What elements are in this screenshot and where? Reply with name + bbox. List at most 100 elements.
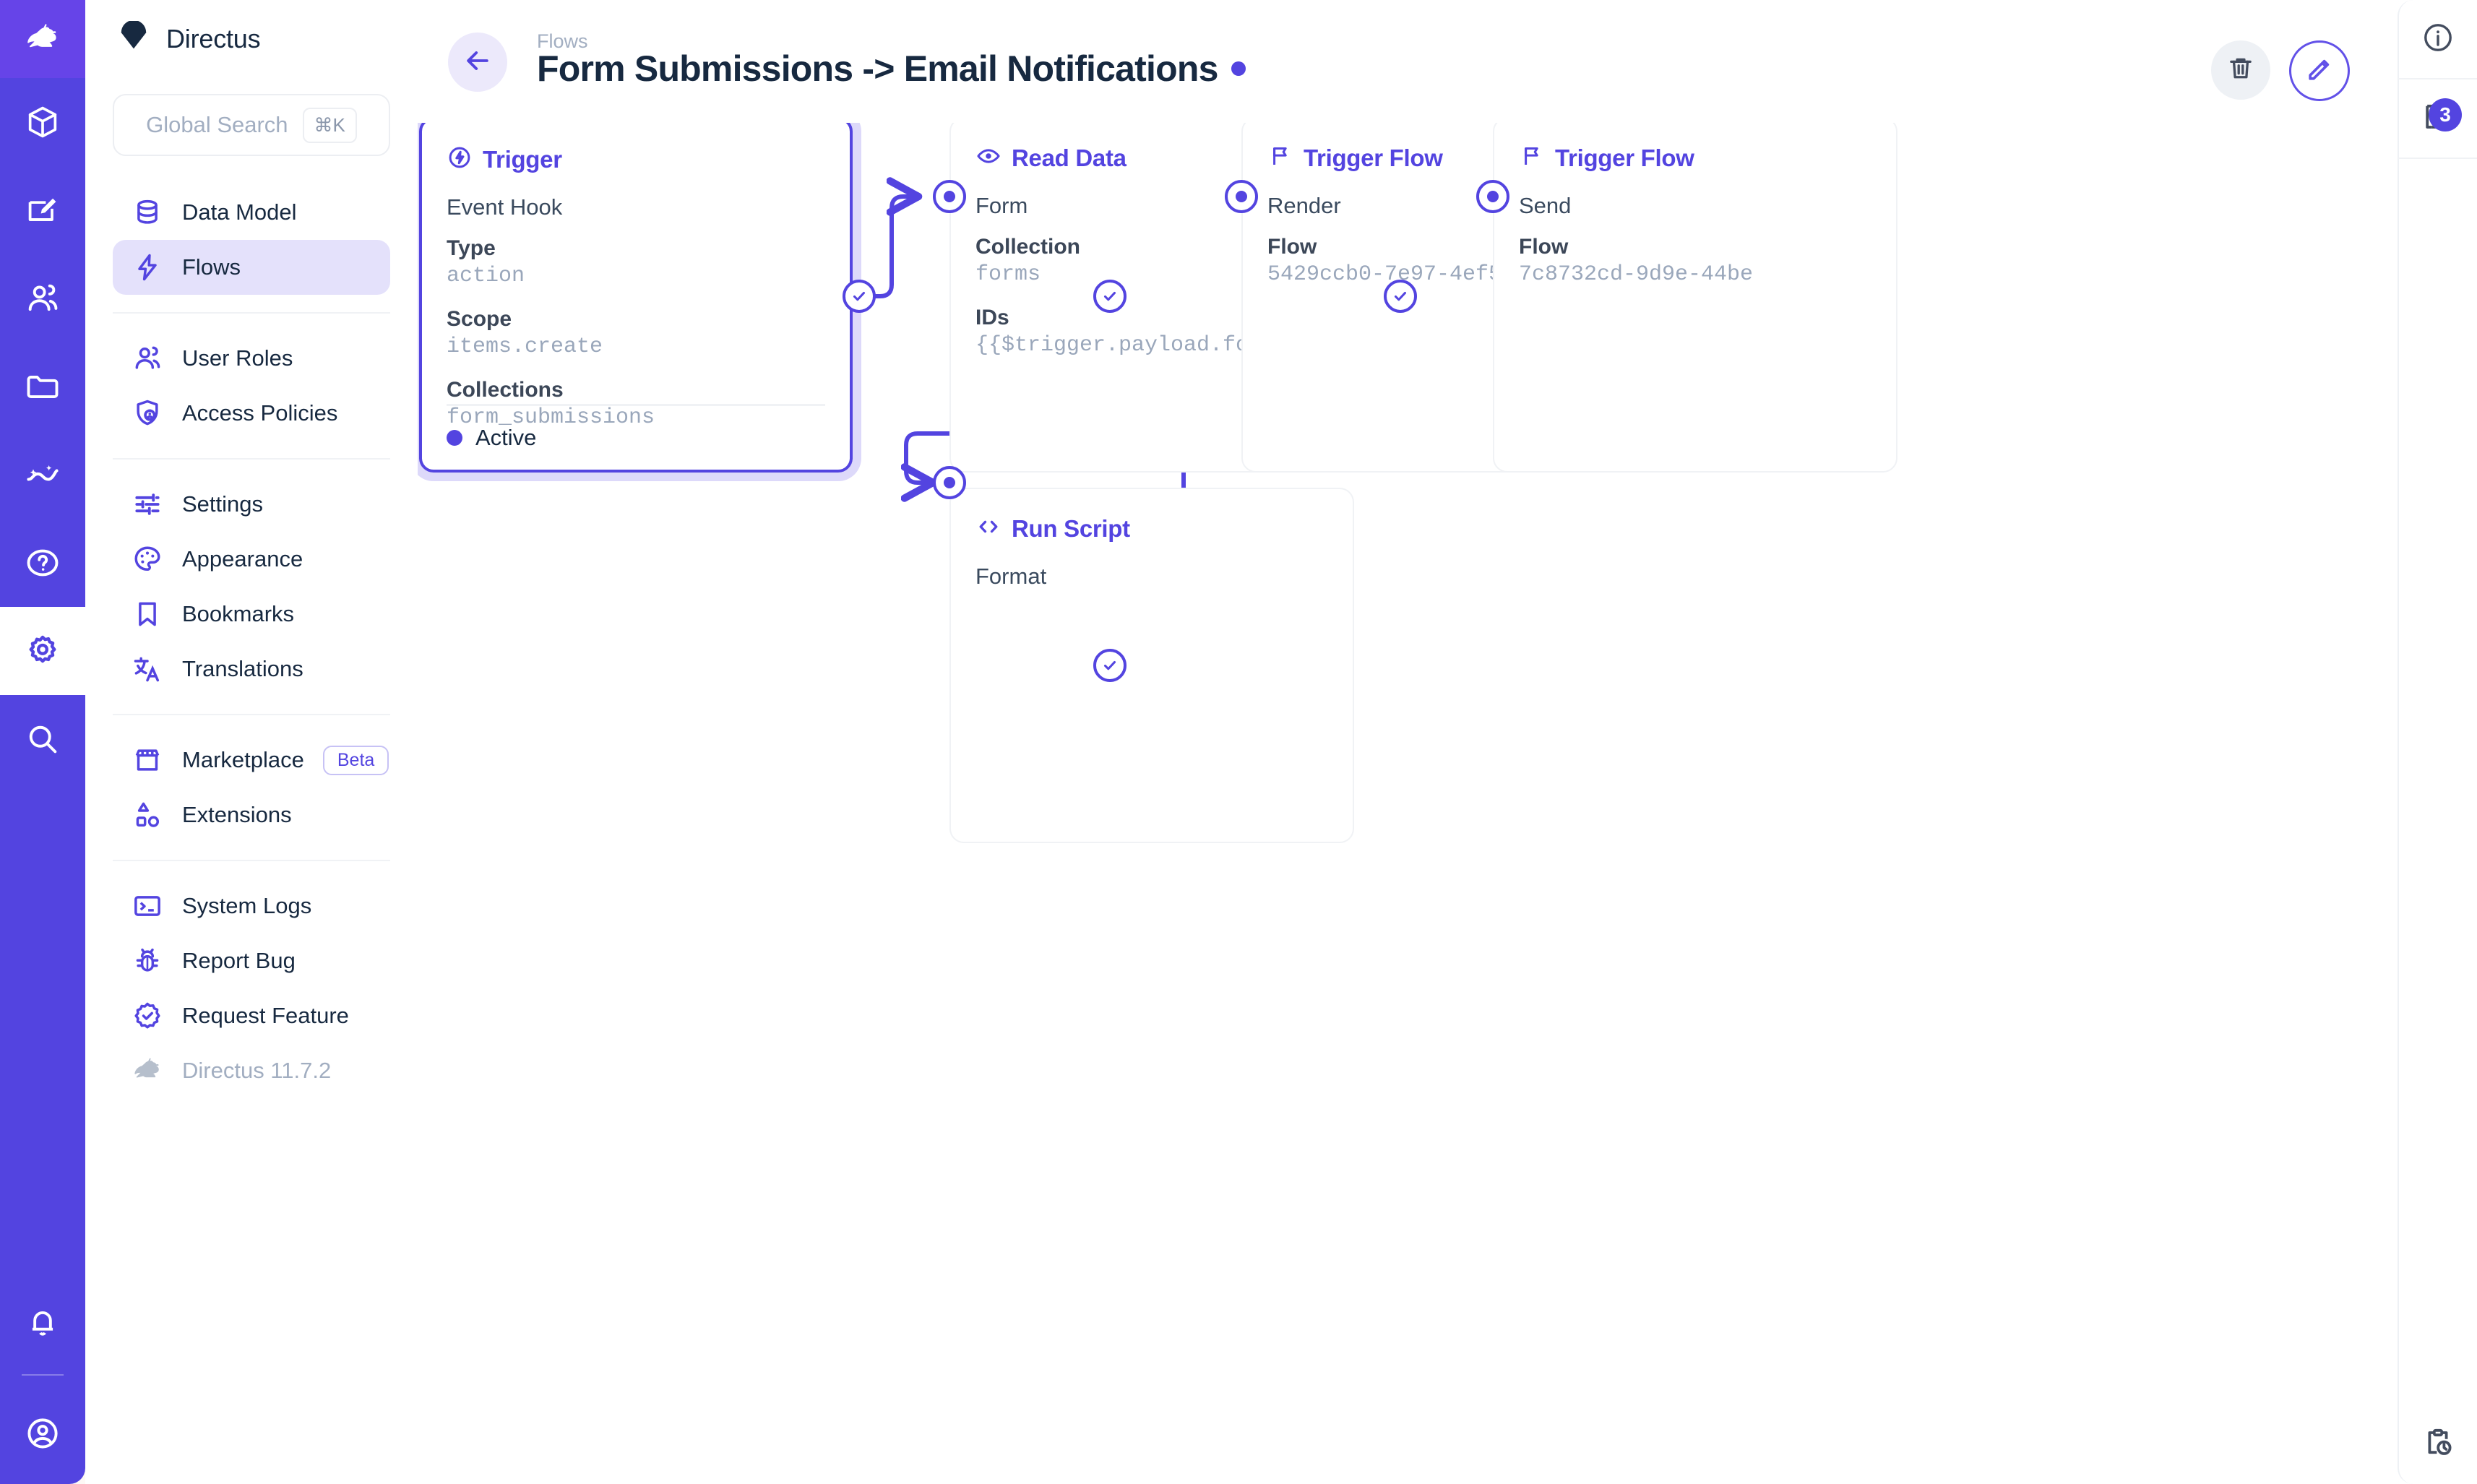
sidebar-divider: [113, 458, 390, 460]
rail-item-notifications[interactable]: [0, 1279, 85, 1367]
bookmark-icon: [132, 598, 163, 630]
port-run-script-resolve[interactable]: [1093, 649, 1127, 682]
arrow-left-icon: [462, 45, 494, 80]
sidebar-item-request-feature[interactable]: Request Feature: [113, 988, 390, 1043]
users-icon: [132, 342, 163, 374]
port-run-script-input[interactable]: [933, 466, 966, 499]
directus-logo-button[interactable]: [0, 0, 85, 78]
page-title: Form Submissions -> Email Notifications: [537, 48, 1218, 89]
sidebar-item-user-roles[interactable]: User Roles: [113, 331, 390, 386]
flow-runs-button[interactable]: [2398, 1405, 2477, 1484]
field-value: items.create: [447, 335, 603, 359]
search-input[interactable]: Global Search ⌘K: [113, 94, 390, 156]
right-sidebar: 3: [2398, 0, 2477, 1484]
sidebar-item-system-logs[interactable]: System Logs: [113, 879, 390, 933]
port-dot: [1236, 191, 1247, 202]
rail-item-users[interactable]: [0, 254, 85, 342]
terminal-icon: [132, 890, 163, 922]
sidebar-item-label: Report Bug: [182, 948, 296, 973]
shapes-icon: [132, 799, 163, 831]
badge-check-icon: [132, 1000, 163, 1032]
lightning-icon: [132, 251, 163, 283]
pencil-icon: [2304, 53, 2335, 89]
sidebar-item-label: User Roles: [182, 345, 293, 371]
port-dot: [1487, 191, 1499, 202]
sidebar-item-marketplace[interactable]: Marketplace Beta: [113, 733, 390, 788]
port-trigger-flow-send-input[interactable]: [1476, 180, 1509, 213]
port-read-data-resolve[interactable]: [1093, 280, 1127, 313]
sidebar-group-5: System Logs Report Bug Request Feature: [85, 879, 418, 1098]
port-trigger-flow-render-input[interactable]: [1225, 180, 1258, 213]
node-title: Run Script: [1012, 514, 1130, 542]
rail-item-insights[interactable]: [0, 431, 85, 519]
sidebar-item-label: Translations: [182, 656, 303, 681]
directus-mark-icon: [117, 20, 150, 58]
logs-count-badge: 3: [2429, 98, 2462, 131]
insights-icon: [24, 456, 61, 493]
bell-icon: [24, 1304, 61, 1342]
port-trigger-flow-render-resolve[interactable]: [1384, 280, 1417, 313]
rail-item-help[interactable]: [0, 519, 85, 607]
port-trigger-resolve[interactable]: [843, 280, 876, 313]
sidebar-item-flows[interactable]: Flows: [113, 240, 390, 295]
directus-rabbit-logo: [24, 20, 61, 58]
sidebar-item-report-bug[interactable]: Report Bug: [113, 933, 390, 988]
sidebar-item-label: System Logs: [182, 893, 312, 918]
node-title: Trigger Flow: [1555, 144, 1694, 171]
breadcrumb[interactable]: Flows: [537, 30, 588, 52]
project-name: Directus: [166, 24, 261, 53]
flow-info-button[interactable]: [2398, 0, 2477, 79]
version-label: Directus 11.7.2: [182, 1058, 332, 1083]
rail-item-account[interactable]: [0, 1383, 85, 1484]
rail-item-content[interactable]: [0, 166, 85, 254]
edit-flow-button[interactable]: [2289, 40, 2350, 101]
trash-icon: [2226, 53, 2256, 87]
project-brand: Directus: [85, 0, 418, 78]
flow-node-trigger[interactable]: Trigger Event Hook Type action Scope ite…: [419, 123, 853, 473]
port-read-data-input[interactable]: [933, 180, 966, 213]
sliders-icon: [132, 488, 163, 520]
flow-canvas[interactable]: Trigger Event Hook Type action Scope ite…: [418, 123, 2477, 1484]
active-dot: [447, 430, 462, 446]
page-header: Flows Form Submissions -> Email Notifica…: [418, 0, 2477, 123]
sidebar-item-extensions[interactable]: Extensions: [113, 788, 390, 842]
field-key: Scope: [447, 307, 512, 331]
rail-item-settings[interactable]: [0, 607, 85, 695]
palette-icon: [132, 543, 163, 575]
node-subtitle: Format: [975, 564, 1047, 589]
sidebar-divider: [113, 312, 390, 314]
sidebar-item-label: Access Policies: [182, 400, 338, 426]
node-status: Active: [475, 425, 537, 450]
flow-logs-button[interactable]: 3: [2398, 79, 2477, 159]
field-key: Flow: [1267, 235, 1317, 259]
node-title: Trigger Flow: [1304, 144, 1443, 171]
flow-node-trigger-flow-send[interactable]: Trigger Flow Send Flow 7c8732cd-9d9e-44b…: [1493, 123, 1897, 473]
back-button[interactable]: [448, 33, 507, 92]
node-subtitle: Render: [1267, 193, 1341, 218]
rail-item-files[interactable]: [0, 342, 85, 431]
code-icon: [975, 514, 1001, 543]
node-subtitle: Event Hook: [447, 194, 563, 220]
field-value: 7c8732cd-9d9e-44be: [1519, 262, 1754, 287]
account-circle-icon: [24, 1415, 61, 1452]
port-dot: [944, 191, 955, 202]
sidebar-item-data-model[interactable]: Data Model: [113, 185, 390, 240]
info-circle-icon: [2421, 20, 2455, 59]
sidebar-item-appearance[interactable]: Appearance: [113, 532, 390, 587]
shield-user-icon: [132, 397, 163, 429]
status-dot: [1231, 61, 1246, 76]
rail-item-search[interactable]: [0, 695, 85, 783]
rail-item-box[interactable]: [0, 78, 85, 166]
sidebar-item-bookmarks[interactable]: Bookmarks: [113, 587, 390, 642]
sidebar-item-translations[interactable]: Translations: [113, 642, 390, 696]
delete-flow-button[interactable]: [2211, 40, 2270, 100]
module-rail: [0, 0, 85, 1484]
sidebar-divider: [113, 860, 390, 861]
sidebar-group-2: User Roles Access Policies: [85, 331, 418, 441]
search-shortcut-kbd: ⌘K: [302, 107, 357, 143]
sidebar-item-settings[interactable]: Settings: [113, 477, 390, 532]
sidebar-item-access-policies[interactable]: Access Policies: [113, 386, 390, 441]
flow-node-run-script[interactable]: Run Script Format: [949, 488, 1354, 843]
field-key: IDs: [975, 306, 1009, 329]
database-icon: [132, 197, 163, 228]
